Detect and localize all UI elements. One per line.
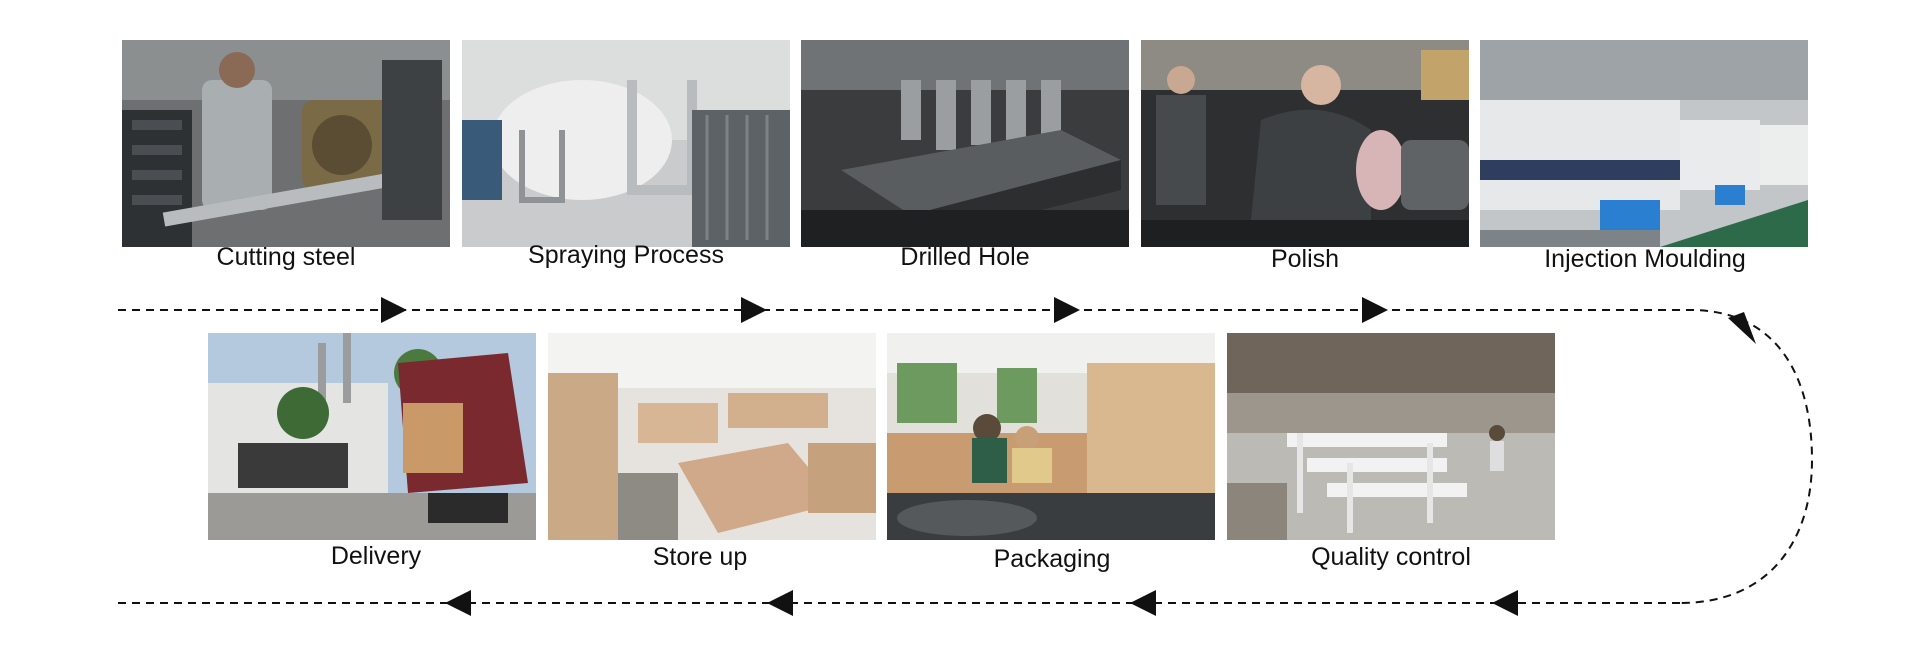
arrowhead-6 [1130, 590, 1156, 616]
label-store-up: Store up [652, 543, 748, 571]
arrowhead-3 [1054, 297, 1080, 323]
label-drilled-hole: Drilled Hole [900, 243, 1030, 271]
flow-path-top [118, 309, 1814, 604]
label-spraying-process: Spraying Process [528, 241, 724, 269]
photo-injection-moulding [1480, 40, 1808, 247]
arrowhead-8 [445, 590, 471, 616]
photo-spraying-process [462, 40, 790, 247]
label-injection-moulding: Injection Moulding [1544, 245, 1746, 273]
photo-quality-control [1227, 333, 1555, 540]
arrowhead-5 [1492, 590, 1518, 616]
arrowhead-7 [767, 590, 793, 616]
photo-store-up [548, 333, 876, 540]
arrowhead-1 [381, 297, 407, 323]
photo-drilled-hole [801, 40, 1129, 247]
label-delivery: Delivery [330, 542, 422, 570]
arrowhead-4 [1362, 297, 1388, 323]
arrowhead-2 [741, 297, 767, 323]
photo-packaging [887, 333, 1215, 540]
label-packaging: Packaging [993, 545, 1111, 573]
label-cutting-steel: Cutting steel [216, 243, 356, 271]
label-quality-control: Quality control [1311, 543, 1471, 571]
arrowhead-curve [1728, 312, 1756, 344]
photo-polish [1141, 40, 1469, 247]
arrowheads [381, 297, 1756, 616]
photo-cutting-steel [122, 40, 450, 247]
label-polish: Polish [1270, 245, 1340, 273]
photo-delivery [208, 333, 536, 540]
